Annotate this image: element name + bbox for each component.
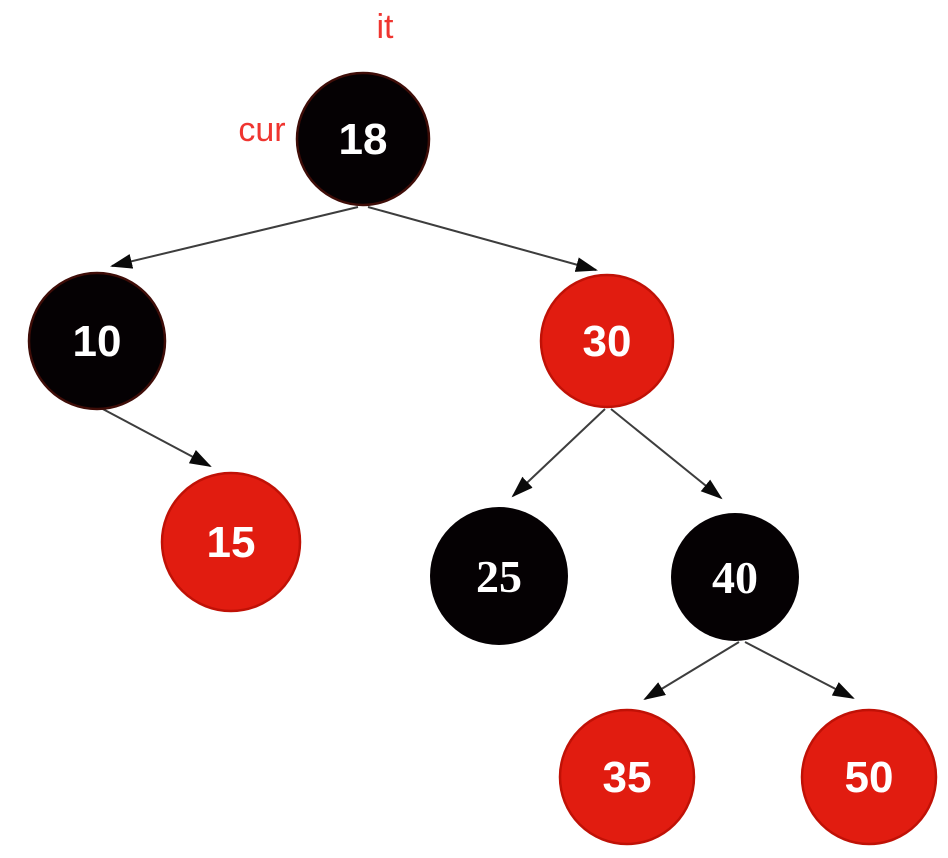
node-value: 35 bbox=[603, 753, 652, 802]
red-node-circle bbox=[558, 708, 696, 846]
edge-30-to-25 bbox=[511, 408, 606, 498]
node-value: 40 bbox=[712, 552, 758, 603]
edges-layer bbox=[98, 206, 855, 701]
pointer-label-cur: cur bbox=[238, 111, 285, 149]
black-node-circle bbox=[671, 513, 799, 641]
tree-node-10: 10 bbox=[27, 271, 167, 411]
node-value: 50 bbox=[845, 753, 894, 802]
tree-node-25: 25 bbox=[430, 507, 568, 645]
node-value: 30 bbox=[583, 317, 632, 366]
tree-node-50: 50 bbox=[800, 708, 938, 846]
red-node-circle bbox=[539, 273, 675, 409]
tree-node-30: 30 bbox=[539, 273, 675, 409]
annotations-layer: it cur bbox=[238, 8, 394, 149]
red-node-circle bbox=[800, 708, 938, 846]
black-node-circle bbox=[27, 271, 167, 411]
node-value: 18 bbox=[339, 115, 388, 164]
node-value: 10 bbox=[73, 317, 122, 366]
node-value: 25 bbox=[476, 551, 522, 602]
black-node-circle bbox=[295, 71, 431, 207]
edge-10-to-15 bbox=[98, 406, 212, 467]
tree-node-40: 40 bbox=[671, 513, 799, 641]
pointer-label-it: it bbox=[377, 8, 395, 46]
edge-40-to-35 bbox=[643, 641, 740, 701]
tree-node-35: 35 bbox=[558, 708, 696, 846]
nodes-layer: 18 10 30 15 25 40 35 50 bbox=[27, 71, 938, 846]
node-value: 15 bbox=[207, 518, 256, 567]
red-node-circle bbox=[160, 471, 302, 613]
tree-node-18: 18 bbox=[295, 71, 431, 207]
edge-30-to-40 bbox=[610, 408, 723, 500]
tree-node-15: 15 bbox=[160, 471, 302, 613]
edge-18-to-30 bbox=[367, 206, 598, 272]
black-node-circle bbox=[430, 507, 568, 645]
edge-40-to-50 bbox=[744, 641, 855, 699]
edge-18-to-10 bbox=[110, 206, 359, 269]
